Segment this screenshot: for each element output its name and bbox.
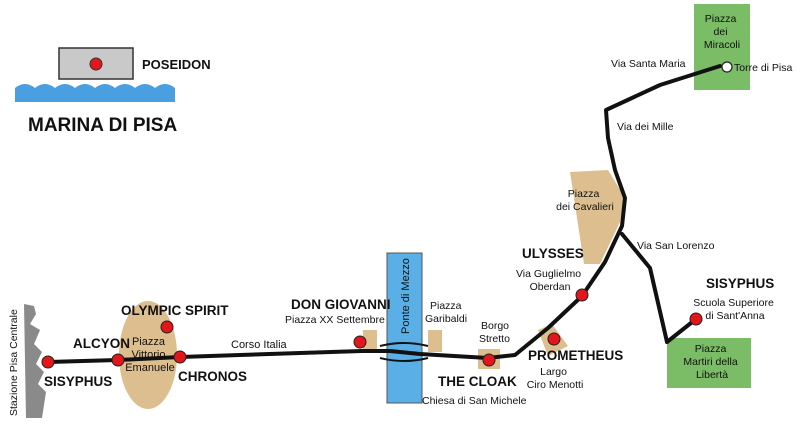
stop-chronos[interactable] [173,350,187,364]
piazza-miracoli-label: Piazza dei Miracoli [704,13,740,51]
piazza-miracoli-line-2: dei [714,26,728,38]
stazione-label: Stazione Pisa Centrale [8,309,20,416]
piazza-martiri-area [667,338,751,388]
main-route-line [46,64,722,364]
stop-olympic-spirit[interactable] [160,320,174,334]
piazza-vittorio-line-3: Emanuele [125,362,175,374]
piazza-cavalieri-label: Piazza dei Cavalieri [556,188,614,213]
stop-alcyon[interactable] [111,353,125,367]
piazza-martiri-line-3: Libertà [696,369,728,381]
ulysses-label: ULYSSES [522,246,584,261]
piazza-xx-settembre-area [363,330,377,352]
piazza-garibaldi-label: Piazza Garibaldi [425,300,467,325]
piazza-miracoli-line-3: Miracoli [704,39,740,51]
borgo-stretto-line-2: Stretto [479,333,510,345]
ponte-di-mezzo-label: Ponte di Mezzo [400,258,412,334]
stop-the-cloak[interactable] [482,353,496,367]
station-platform [24,304,46,418]
don-giovanni-label: DON GIOVANNI [291,297,391,312]
torre-di-pisa-label: Torre di Pisa [734,62,793,74]
piazza-vittorio-line-1: Piazza [132,336,166,348]
sisyphus-east-place-line-2: di Sant'Anna [705,310,764,322]
borgo-stretto-line-1: Borgo [481,320,509,332]
ponte-di-mezzo-bridge [379,342,429,362]
piazza-martiri-line-2: Martiri della [683,356,737,368]
piazza-martiri-line-1: Piazza [695,343,727,355]
prometheus-place-line-2: Ciro Menotti [527,379,584,391]
river-arno [386,252,423,404]
sea-waves [15,84,175,102]
piazza-dei-cavalieri-area [570,170,624,264]
borgo-stretto-label: Borgo Stretto [479,320,512,345]
via-dei-mille-label: Via dei Mille [617,121,674,133]
the-cloak-label: THE CLOAK [438,374,517,389]
prometheus-place-line-1: Largo [540,366,567,378]
stop-prometheus[interactable] [547,332,561,346]
chronos-label: CHRONOS [178,369,247,384]
piazza-miracoli-line-1: Piazza [705,13,737,25]
sisyphus-east-place-line-1: Scuola Superiore [693,297,774,309]
stop-don-giovanni[interactable] [353,335,367,349]
the-cloak-place: Chiesa di San Michele [422,395,527,407]
poseidon-marker[interactable] [89,57,103,71]
piazza-garibaldi-line-1: Piazza [430,300,462,312]
via-san-lorenzo-line [620,232,698,344]
piazza-cavalieri-line-2: dei Cavalieri [556,201,614,213]
alcyon-label: ALCYON [73,336,130,351]
via-san-lorenzo-label: Via San Lorenzo [637,240,715,252]
stop-sisyphus-east[interactable] [689,312,703,326]
poseidon-label: POSEIDON [142,57,211,72]
piazza-vittorio-label: Piazza Vittorio Emanuele [125,336,175,374]
piazza-vittorio-line-2: Vittorio [131,349,165,361]
stop-sisyphus-west[interactable] [41,355,55,369]
ulysses-place-line-2: Oberdan [530,281,571,293]
prometheus-place: Largo Ciro Menotti [527,366,584,391]
piazza-garibaldi-area [428,330,442,352]
olympic-spirit-label: OLYMPIC SPIRIT [121,303,229,318]
torre-di-pisa-marker[interactable] [721,61,733,73]
sisyphus-east-label: SISYPHUS [706,276,774,291]
sisyphus-east-place: Scuola Superiore di Sant'Anna [693,297,776,322]
marina-di-pisa-title: MARINA DI PISA [28,115,177,136]
sisyphus-west-label: SISYPHUS [44,374,112,389]
ulysses-place-line-1: Via Guglielmo [516,268,581,280]
piazza-garibaldi-line-2: Garibaldi [425,313,467,325]
prometheus-label: PROMETHEUS [528,348,623,363]
piazza-dei-miracoli-area [694,4,750,90]
corso-italia-label: Corso Italia [231,339,288,351]
piazza-martiri-label: Piazza Martiri della Libertà [683,343,740,381]
stop-ulysses[interactable] [575,288,589,302]
piazza-cavalieri-line-1: Piazza [568,188,600,200]
ulysses-place: Via Guglielmo Oberdan [516,268,584,293]
don-giovanni-place: Piazza XX Settembre [285,314,385,326]
via-santa-maria-label: Via Santa Maria [611,58,686,70]
